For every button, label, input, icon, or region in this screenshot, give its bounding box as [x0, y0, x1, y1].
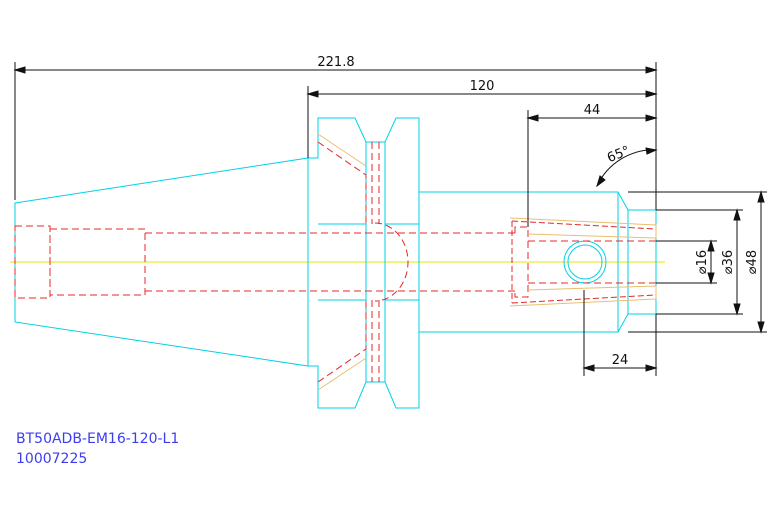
collet-pocket: [317, 133, 657, 391]
dim-gauge-length: 120: [470, 79, 495, 94]
dim-nose-length: 24: [612, 353, 629, 368]
dim-bore-diameter: ⌀16: [695, 250, 710, 274]
part-name: BT50ADB-EM16-120-L1: [16, 431, 180, 447]
dim-taper-angle: 65°: [605, 143, 632, 166]
dimension-lines: [13, 62, 767, 376]
hidden-lines: [14, 141, 656, 383]
dim-body-diameter: ⌀48: [745, 250, 760, 274]
part-number: 10007225: [16, 451, 88, 467]
flange: [308, 117, 420, 409]
dim-overall-length: 221.8: [317, 55, 354, 70]
set-screw-hole-inner: [567, 244, 603, 280]
dim-nose-diameter: ⌀36: [721, 250, 736, 274]
dim-bore-depth: 44: [584, 103, 601, 118]
